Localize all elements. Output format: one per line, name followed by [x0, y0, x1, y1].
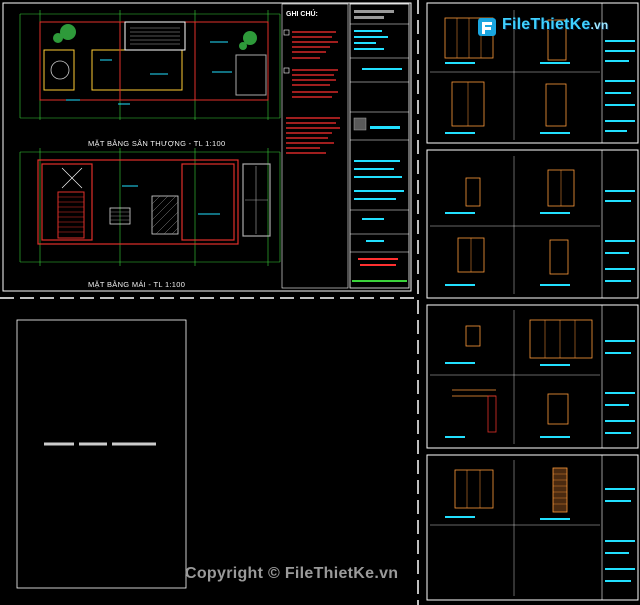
notes-title: GHI CHÚ: — [286, 11, 318, 18]
bottom-plan-title: MẶT BẰNG MÁI - TL 1:100 — [88, 280, 186, 289]
detail-sheet-2 — [426, 149, 639, 299]
empty-sheet-frame — [16, 319, 187, 589]
filethietke-logo-icon — [478, 18, 496, 36]
brand-logo: FileThietKe.vn — [476, 12, 636, 44]
top-plan-walls — [39, 21, 269, 101]
detail-sheet-3 — [426, 304, 639, 449]
title-block — [349, 3, 410, 289]
plant-icons — [53, 24, 257, 50]
title-block-bars — [354, 10, 394, 19]
detail-sheet-1 — [426, 2, 639, 144]
bottom-plan-walls — [37, 159, 271, 245]
notes-bullets — [283, 29, 290, 74]
main-sheet-frame — [2, 2, 412, 292]
bottom-plan-dimensions — [19, 148, 281, 266]
top-plan-title: MẶT BẰNG SÂN THƯỢNG - TL 1:100 — [88, 139, 226, 148]
top-plan-annotations — [66, 41, 232, 105]
title-block-cyan-text — [354, 30, 404, 242]
notes-lines — [286, 31, 340, 154]
top-plan-dimensions — [19, 10, 281, 120]
brand-name: FileThietKe.vn — [502, 16, 608, 34]
brand-name-text: FileThietKe — [502, 16, 591, 33]
top-plan-stairs — [130, 27, 180, 45]
detail-sheet-4 — [426, 454, 639, 601]
copyright-watermark: Copyright © FileThietKe.vn — [185, 565, 399, 582]
brand-domain: .vn — [590, 18, 609, 32]
bottom-plan-stairs — [57, 167, 85, 239]
